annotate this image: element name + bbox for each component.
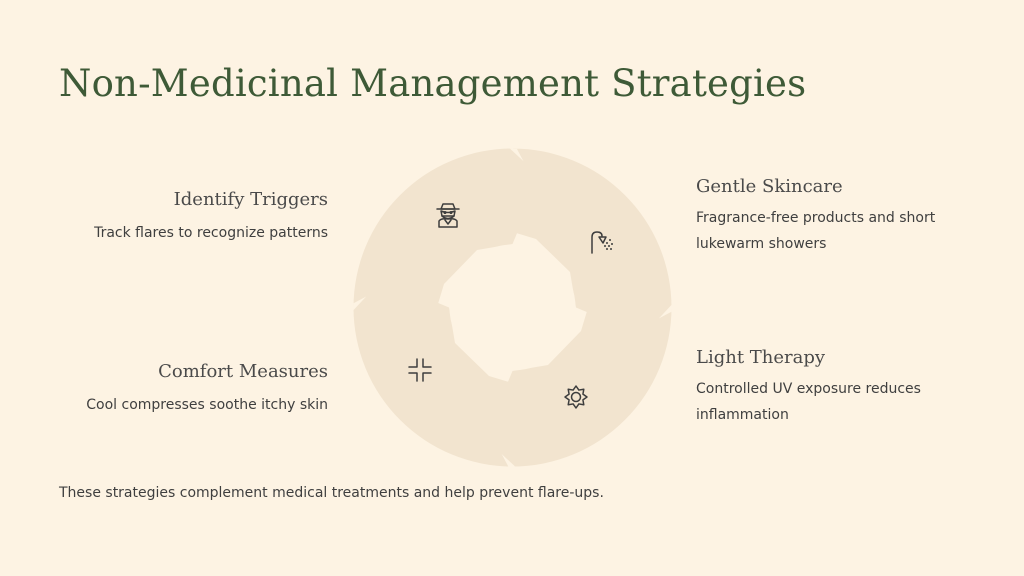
identify-triggers-heading: Identify Triggers <box>173 189 328 210</box>
identify-triggers-text: Track flares to recognize patterns <box>94 225 328 241</box>
compress-icon <box>408 358 432 382</box>
gentle-skincare-heading: Gentle Skincare <box>696 176 843 197</box>
segment-gentle-skincare <box>506 148 672 336</box>
page-title: Non-Medicinal Management Strategies <box>59 62 807 105</box>
label-identify-triggers: Identify Triggers Track flares to recogn… <box>94 189 328 246</box>
footer-note: These strategies complement medical trea… <box>59 485 604 501</box>
center-hole <box>449 244 576 371</box>
gentle-skincare-text: Fragrance-free products and short lukewa… <box>696 210 936 252</box>
shower-icon <box>591 231 613 254</box>
comfort-measures-text: Cool compresses soothe itchy skin <box>86 397 328 413</box>
light-therapy-text: Controlled UV exposure reduces inflammat… <box>696 381 921 423</box>
sun-icon <box>564 385 588 409</box>
label-comfort-measures: Comfort Measures Cool compresses soothe … <box>86 361 328 418</box>
comfort-measures-heading: Comfort Measures <box>158 361 328 382</box>
label-gentle-skincare: Gentle Skincare Fragrance-free products … <box>696 176 976 257</box>
segment-light-therapy <box>484 301 672 467</box>
light-therapy-heading: Light Therapy <box>696 347 826 368</box>
cycle-diagram <box>353 148 672 467</box>
detective-icon <box>436 203 460 228</box>
label-light-therapy: Light Therapy Controlled UV exposure red… <box>696 347 976 428</box>
segment-identify-triggers <box>353 148 541 314</box>
segment-comfort-measures <box>353 279 519 467</box>
